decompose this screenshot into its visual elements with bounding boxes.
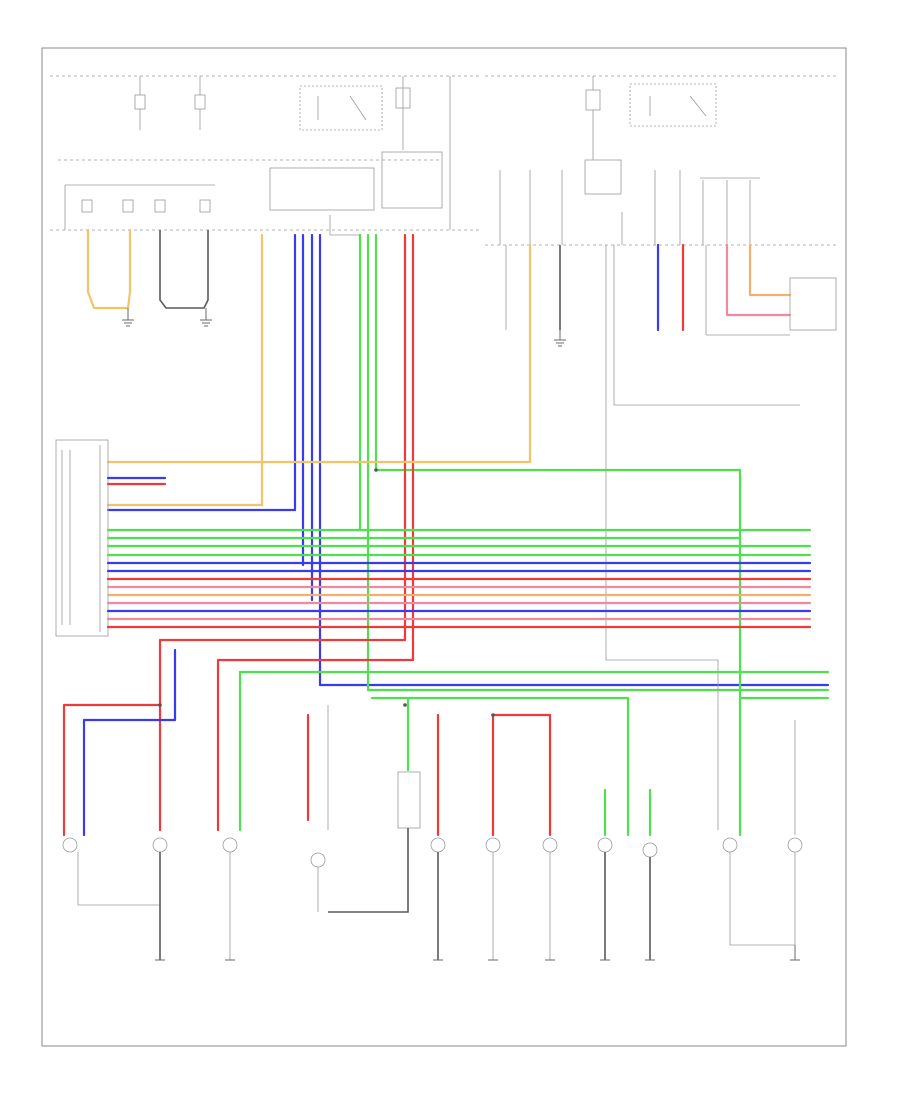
left-front-lamp	[62, 837, 168, 853]
wire-orange-right	[748, 243, 792, 297]
wire-blue-1	[106, 233, 297, 512]
ground-return-right-rear	[729, 852, 796, 946]
wire-blue-4	[318, 233, 830, 687]
splice-dot-2	[374, 468, 378, 472]
ground-g2	[200, 308, 212, 327]
wire-yellow-right	[106, 243, 532, 464]
wire-red-2	[216, 233, 415, 832]
wire-thin-right-2	[605, 245, 719, 830]
trailer-connector	[789, 277, 837, 331]
wire-yellow-left	[86, 228, 132, 310]
body-control-module-connector	[55, 439, 109, 637]
ground-return-left-front	[77, 852, 160, 906]
module-ground-wire	[328, 828, 409, 913]
right-rear-lamp	[722, 837, 803, 853]
wire-gray-left	[159, 230, 209, 309]
ground-row-bottom	[155, 945, 800, 961]
diagram-frame	[41, 47, 847, 1047]
wire-yellow-center	[106, 233, 264, 507]
fuse-relay-box-left	[134, 76, 451, 230]
splice-dot-4	[491, 713, 495, 717]
wire-green-3	[374, 233, 830, 700]
drop-blue-left-front	[82, 648, 177, 837]
wire-pink-right	[725, 243, 792, 317]
license-lamp	[430, 837, 558, 853]
wire-green-2	[366, 233, 830, 692]
ground-g3	[554, 330, 566, 347]
wire-red-1	[158, 233, 407, 832]
left-rear-lamp	[597, 837, 658, 858]
fuse-relay-box-right	[499, 76, 760, 245]
drop-red-left-front	[62, 703, 162, 837]
splice-dot-1	[158, 703, 162, 707]
splice-dot-3	[403, 703, 407, 707]
wire-thin-right-3	[613, 245, 800, 406]
drop-green-rear	[370, 696, 630, 837]
ground-g1	[122, 308, 134, 327]
connector-group-top-left	[64, 184, 215, 230]
lcm-jumper	[329, 215, 360, 236]
drop-red-rear-1	[491, 713, 552, 837]
high-mount-stop-lamp	[397, 771, 421, 829]
lamp-group-left	[222, 837, 326, 868]
